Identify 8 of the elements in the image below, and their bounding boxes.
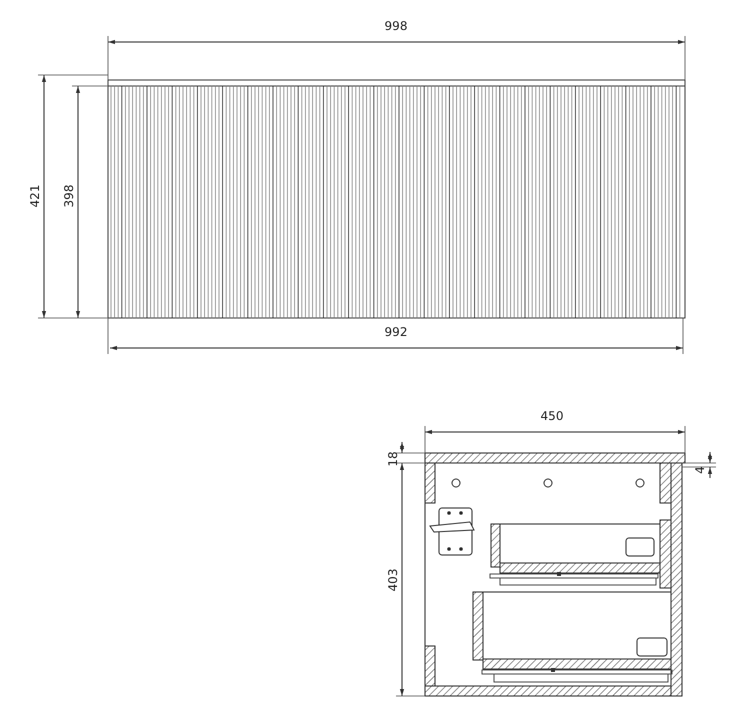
dimension-label: 403	[386, 568, 400, 592]
dimension-label: 421	[28, 184, 42, 208]
dimension-label: 4	[693, 466, 707, 474]
dimension-label: 992	[384, 325, 408, 339]
dimension-label: 998	[384, 19, 408, 33]
dimension-label: 18	[386, 451, 400, 467]
dimension-label: 450	[540, 409, 564, 423]
dimension-label: 398	[62, 184, 76, 208]
